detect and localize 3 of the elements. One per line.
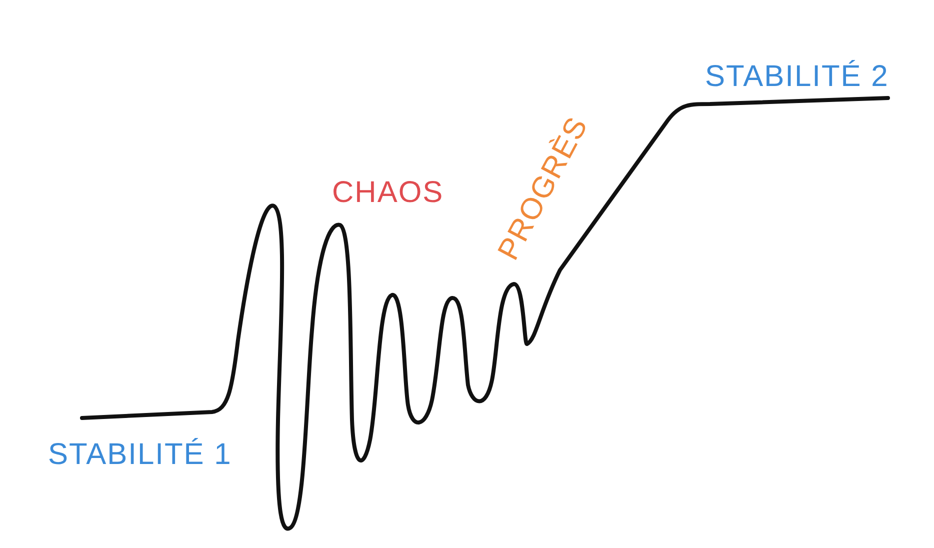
- phase-label: CHAOS: [332, 178, 444, 208]
- phase-label: STABILITÉ 2: [705, 62, 889, 92]
- phase-label: STABILITÉ 1: [48, 440, 232, 470]
